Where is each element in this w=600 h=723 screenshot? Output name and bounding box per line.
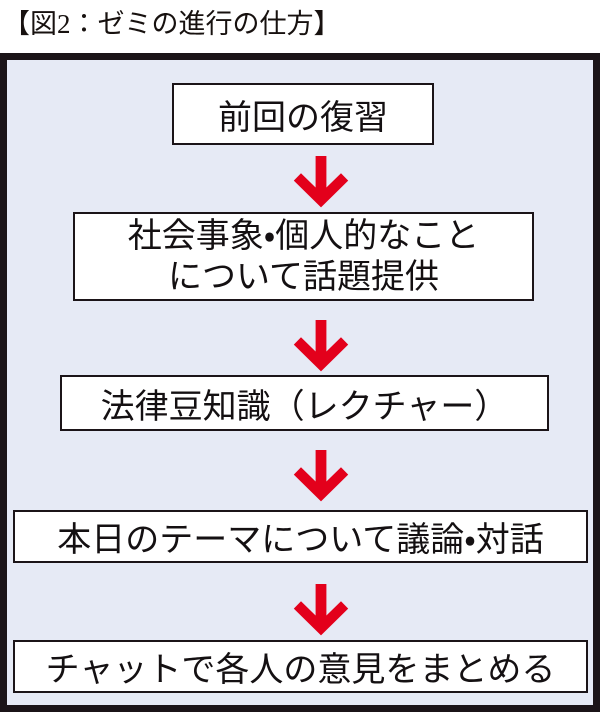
flow-step-label-1: 前回の復習 (218, 98, 388, 137)
flow-step-box-4: 本日のテーマについて議論・対話 (13, 510, 588, 563)
flow-step-box-5: チャットで各人の意見をまとめる (13, 640, 588, 693)
flow-step-label-2: 社会事象・個人的なこと について話題提供 (127, 217, 480, 296)
flow-step-label-5: チャットで各人の意見をまとめる (45, 651, 556, 689)
arrow-down-icon (293, 156, 349, 208)
flow-step-box-1: 前回の復習 (172, 83, 434, 145)
flow-step-box-2: 社会事象・個人的なこと について話題提供 (73, 212, 534, 301)
flowchart-panel: 前回の復習 社会事象・個人的なこと について話題提供 法律豆知識（レクチャー） (0, 53, 600, 712)
arrow-down-icon (293, 584, 349, 636)
flow-step-label-4: 本日のテーマについて議論・対話 (57, 521, 544, 559)
arrow-down-icon (293, 320, 349, 372)
arrow-down-icon (293, 450, 349, 502)
flow-step-box-3: 法律豆知識（レクチャー） (60, 375, 549, 431)
figure-caption: 【図2：ゼミの進行の仕方】 (3, 9, 341, 39)
flow-step-label-3: 法律豆知識（レクチャー） (100, 387, 509, 426)
